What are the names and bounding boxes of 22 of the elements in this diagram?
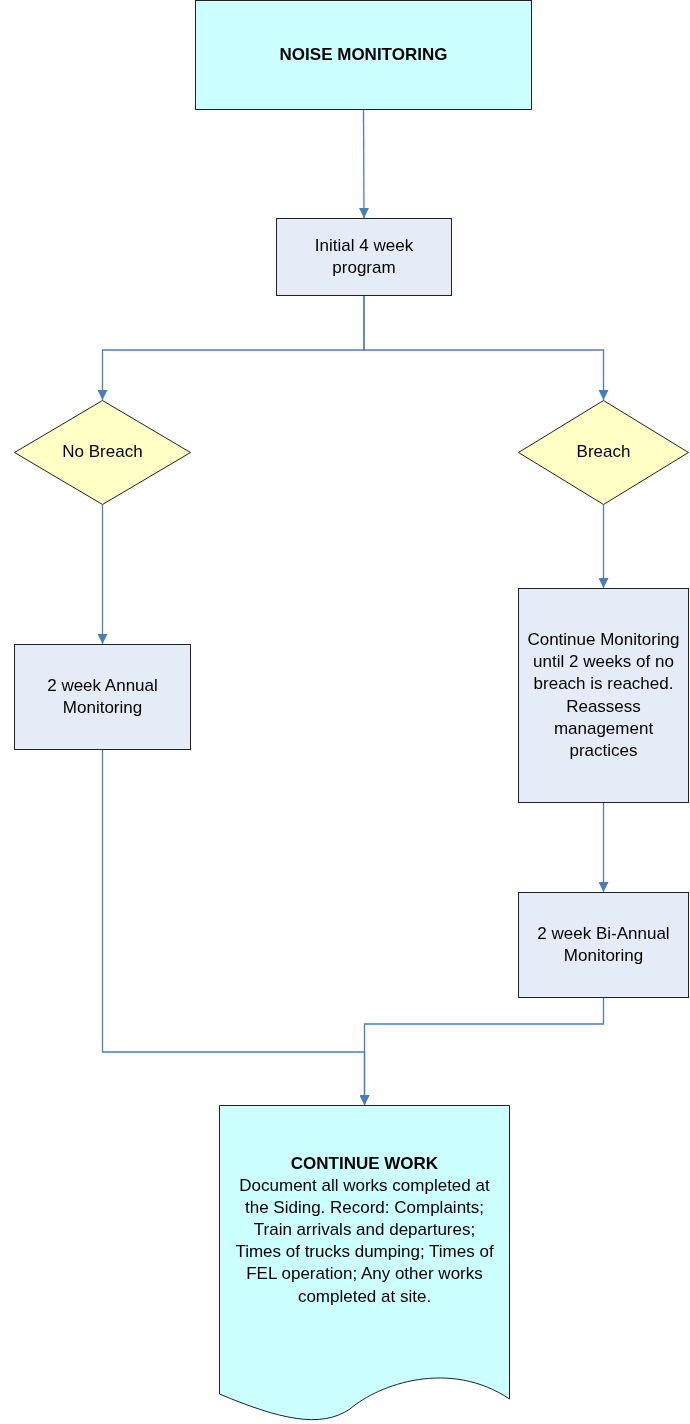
process-box <box>14 644 191 750</box>
decision-diamond <box>518 400 689 505</box>
node-text: 2 week Annual Monitoring <box>46 674 159 719</box>
process-box <box>195 0 532 110</box>
node-text: Breach <box>576 441 631 464</box>
node-text: 2 week Bi-Annual Monitoring <box>536 922 671 967</box>
node-text: Initial 4 week program <box>313 234 415 279</box>
process-box <box>518 588 689 803</box>
process-box <box>518 892 689 998</box>
arrow <box>598 802 609 893</box>
heading-text: CONTINUE WORK <box>290 1153 439 1175</box>
arrow <box>358 109 369 219</box>
heading-text: NOISE MONITORING <box>279 43 448 66</box>
arrow <box>598 504 609 589</box>
node-text: Document all works completed at the Siding. Record: Complaints; Train arrivals and departures; Times of trucks dumping; Times of FEL operation; Any other works completed at site. <box>234 1175 495 1308</box>
decision-diamond <box>14 400 191 505</box>
node-text: Continue Monitoring until 2 weeks of no breach is reached. Reassess management practices <box>526 629 681 762</box>
arrow <box>97 504 108 645</box>
process-box <box>276 218 452 296</box>
node-text: No Breach <box>62 441 143 464</box>
arrow <box>363 295 609 401</box>
arrow <box>359 997 605 1106</box>
